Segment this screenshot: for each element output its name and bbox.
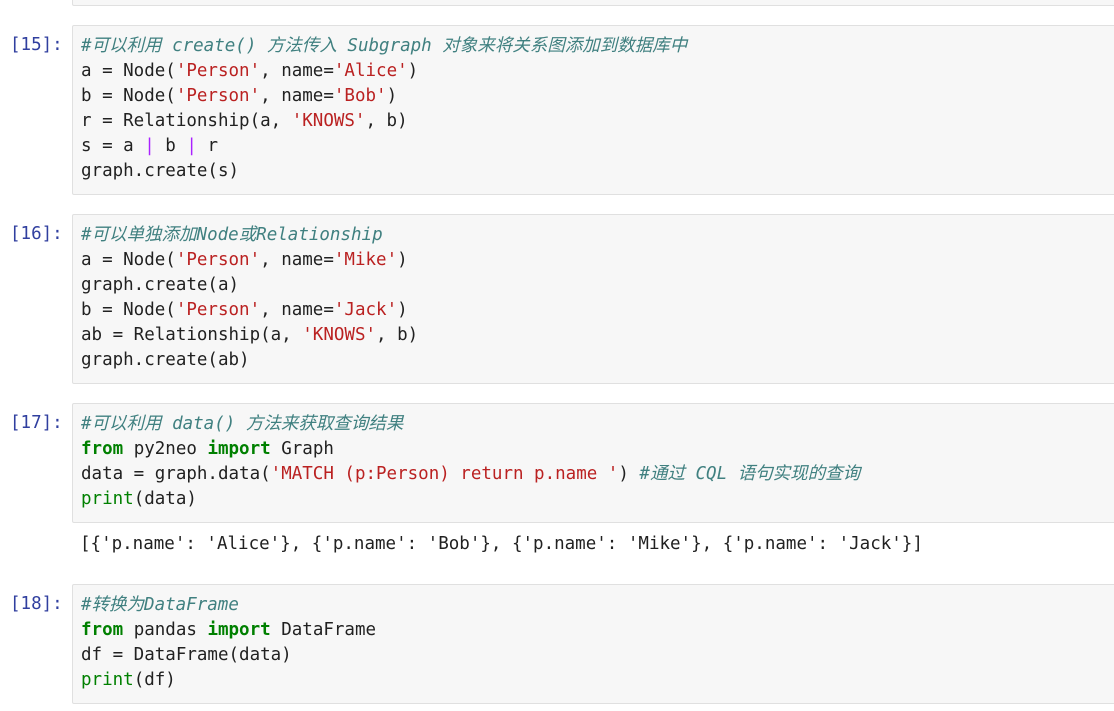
code-text: , name= bbox=[260, 61, 334, 81]
code-line: #可以利用 data() 方法来获取查询结果 bbox=[81, 412, 1114, 437]
code-comment: #通过 CQL 语句实现的查询 bbox=[639, 464, 861, 484]
code-text: b = Node( bbox=[81, 86, 176, 106]
code-text: (df) bbox=[133, 670, 176, 690]
code-comment: #可以单独添加Node或Relationship bbox=[81, 225, 383, 245]
code-text: py2neo bbox=[123, 439, 208, 459]
string-literal: 'MATCH (p:Person) return p.name ' bbox=[270, 464, 619, 484]
string-literal: 'Person' bbox=[175, 300, 261, 320]
code-line: ab = Relationship(a, 'KNOWS', b) bbox=[81, 323, 1114, 348]
code-text: , name= bbox=[260, 300, 334, 320]
string-literal: 'Alice' bbox=[333, 61, 408, 81]
code-line: print(df) bbox=[81, 668, 1114, 693]
code-line: df = DataFrame(data) bbox=[81, 643, 1114, 668]
builtin-function: print bbox=[81, 489, 134, 509]
code-comment: #可以利用 data() 方法来获取查询结果 bbox=[81, 414, 404, 434]
code-line: data = graph.data('MATCH (p:Person) retu… bbox=[81, 462, 1114, 487]
code-text: DataFrame bbox=[270, 620, 377, 640]
code-line: from py2neo import Graph bbox=[81, 437, 1114, 462]
keyword: from bbox=[81, 439, 124, 459]
code-text: graph.create(a) bbox=[81, 275, 240, 295]
code-text: r = Relationship(a, bbox=[81, 111, 292, 131]
code-text: ) bbox=[397, 300, 408, 320]
code-text: ab = Relationship(a, bbox=[81, 325, 303, 345]
code-cell: [15]: #可以利用 create() 方法传入 Subgraph 对象来将关系… bbox=[0, 25, 1114, 195]
code-line: #可以单独添加Node或Relationship bbox=[81, 223, 1114, 248]
cell-output: [{'p.name': 'Alice'}, {'p.name': 'Bob'},… bbox=[80, 534, 923, 554]
code-text: , name= bbox=[260, 86, 334, 106]
string-literal: 'Bob' bbox=[333, 86, 387, 106]
string-literal: 'KNOWS' bbox=[302, 325, 377, 345]
code-text: graph.create(ab) bbox=[81, 350, 250, 370]
code-line: b = Node('Person', name='Jack') bbox=[81, 298, 1114, 323]
keyword: import bbox=[207, 620, 271, 640]
code-line: s = a | b | r bbox=[81, 134, 1114, 159]
code-editor[interactable]: #转换为DataFrame from pandas import DataFram… bbox=[72, 584, 1114, 704]
code-line: graph.create(ab) bbox=[81, 348, 1114, 373]
previous-cell-editor[interactable] bbox=[72, 0, 1114, 6]
code-line: graph.create(a) bbox=[81, 273, 1114, 298]
code-line: b = Node('Person', name='Bob') bbox=[81, 84, 1114, 109]
input-prompt: [15]: bbox=[10, 35, 63, 55]
code-text: pandas bbox=[123, 620, 208, 640]
code-text: ) bbox=[618, 464, 640, 484]
code-text: , name= bbox=[260, 250, 334, 270]
code-cell: [17]: #可以利用 data() 方法来获取查询结果 from py2neo i… bbox=[0, 403, 1114, 562]
code-line: #转换为DataFrame bbox=[81, 593, 1114, 618]
input-prompt: [16]: bbox=[10, 224, 63, 244]
input-prompt: [18]: bbox=[10, 594, 63, 614]
input-prompt: [17]: bbox=[10, 413, 63, 433]
string-literal: 'Person' bbox=[175, 86, 261, 106]
code-text: , b) bbox=[376, 325, 419, 345]
operator: | bbox=[144, 136, 155, 156]
code-text: a = Node( bbox=[81, 61, 176, 81]
string-literal: 'Person' bbox=[175, 61, 261, 81]
code-line: r = Relationship(a, 'KNOWS', b) bbox=[81, 109, 1114, 134]
string-literal: 'Mike' bbox=[333, 250, 398, 270]
operator: | bbox=[186, 136, 197, 156]
code-text: df = DataFrame(data) bbox=[81, 645, 292, 665]
code-text: data = graph.data( bbox=[81, 464, 271, 484]
code-line: graph.create(s) bbox=[81, 159, 1114, 184]
code-editor[interactable]: #可以利用 create() 方法传入 Subgraph 对象来将关系图添加到数… bbox=[72, 25, 1114, 195]
string-literal: 'Person' bbox=[175, 250, 261, 270]
code-text: (data) bbox=[133, 489, 197, 509]
builtin-function: print bbox=[81, 670, 134, 690]
code-line: a = Node('Person', name='Alice') bbox=[81, 59, 1114, 84]
code-text: b bbox=[154, 136, 187, 156]
code-text: r bbox=[196, 136, 218, 156]
code-text: , b) bbox=[365, 111, 408, 131]
code-line: from pandas import DataFrame bbox=[81, 618, 1114, 643]
keyword: import bbox=[207, 439, 271, 459]
code-text: ) bbox=[386, 86, 398, 106]
code-editor[interactable]: #可以利用 data() 方法来获取查询结果 from py2neo import… bbox=[72, 403, 1114, 523]
code-line: #可以利用 create() 方法传入 Subgraph 对象来将关系图添加到数… bbox=[81, 34, 1114, 59]
code-comment: #可以利用 create() 方法传入 Subgraph 对象来将关系图添加到数… bbox=[81, 36, 688, 56]
string-literal: 'Jack' bbox=[333, 300, 398, 320]
code-text: graph.create(s) bbox=[81, 161, 240, 181]
code-text: Graph bbox=[270, 439, 334, 459]
code-text: b = Node( bbox=[81, 300, 176, 320]
code-text: ) bbox=[397, 250, 408, 270]
code-text: a = Node( bbox=[81, 250, 176, 270]
code-line: a = Node('Person', name='Mike') bbox=[81, 248, 1114, 273]
string-literal: 'KNOWS' bbox=[291, 111, 366, 131]
keyword: from bbox=[81, 620, 124, 640]
code-line: print(data) bbox=[81, 487, 1114, 512]
code-text: s = a bbox=[81, 136, 145, 156]
code-comment: #转换为DataFrame bbox=[81, 595, 239, 615]
code-text: ) bbox=[407, 61, 419, 81]
code-cell: [18]: #转换为DataFrame from pandas import Dat… bbox=[0, 584, 1114, 704]
